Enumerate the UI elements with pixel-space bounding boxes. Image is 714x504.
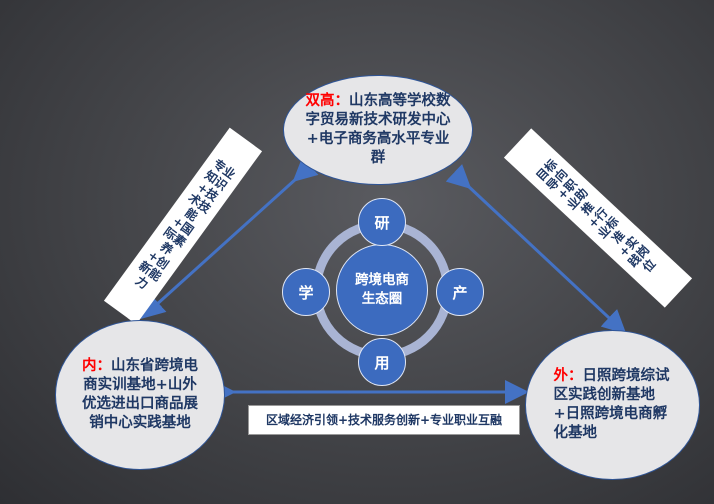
node-study: 学: [282, 268, 330, 316]
top-node: 双高：山东高等学校数字贸易新技术研发中心+电子商务高水平专业群: [283, 75, 473, 185]
node-industry: 产: [436, 268, 484, 316]
arrow-right: [445, 163, 627, 335]
center-circle: 跨境电商生态圈: [336, 244, 428, 336]
node-research: 研: [358, 198, 406, 246]
node-application: 用: [358, 338, 406, 386]
arrow-left: [140, 157, 319, 320]
bottom-label: 区域经济引领+技术服务创新+专业职业互融: [248, 405, 520, 435]
right-node: 外：日照跨境综试区实践创新基地+日照跨境电商孵化基地: [525, 330, 700, 480]
left-node: 内：山东省跨境电商实训基地+山外优选进出口商品展销中心实践基地: [55, 320, 225, 470]
